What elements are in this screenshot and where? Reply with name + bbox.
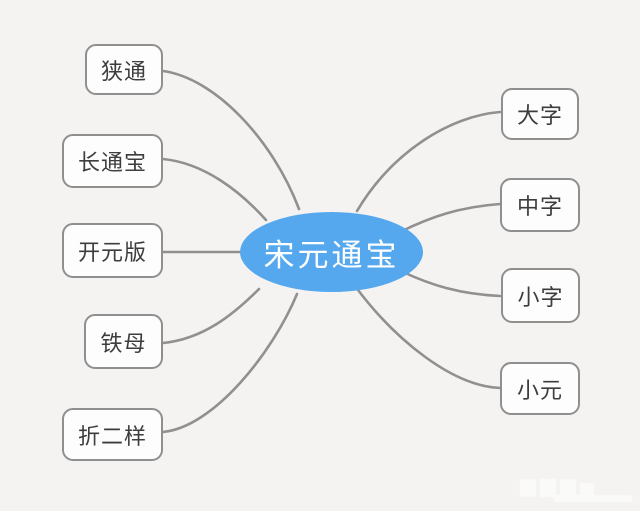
branch-node-label: 折二样 xyxy=(77,423,147,449)
branch-node-label: 小元 xyxy=(516,377,563,403)
branch-node-label: 开元版 xyxy=(77,239,147,265)
edge-xiaozi xyxy=(401,270,502,298)
branch-node-tiemu[interactable]: 铁母 xyxy=(84,314,163,369)
edge-changtongbao xyxy=(161,157,268,222)
branch-node-xiaozi[interactable]: 小字 xyxy=(501,268,580,323)
branch-node-label: 狭通 xyxy=(100,58,147,84)
branch-node-xiatong[interactable]: 狭通 xyxy=(85,44,163,95)
branch-node-label: 长通宝 xyxy=(77,150,147,175)
branch-node-changtongbao[interactable]: 长通宝 xyxy=(62,134,163,188)
edge-tiemu xyxy=(161,287,261,345)
root-node-songyuantongbao[interactable]: 宋元通宝 xyxy=(240,212,423,292)
branch-node-kaiyuanban[interactable]: 开元版 xyxy=(62,223,163,278)
branch-node-xiaoyuan[interactable]: 小元 xyxy=(500,362,580,415)
branch-node-dazi[interactable]: 大字 xyxy=(501,88,579,140)
branch-node-label: 中字 xyxy=(516,194,563,219)
edge-xiatong xyxy=(161,69,301,211)
branch-node-zhongzi[interactable]: 中字 xyxy=(500,178,580,232)
edge-zheeryang xyxy=(161,292,299,434)
edge-xiaoyuan xyxy=(356,288,502,390)
edge-dazi xyxy=(355,110,502,213)
branch-node-label: 小字 xyxy=(517,284,564,310)
root-node-label: 宋元通宝 xyxy=(263,237,400,273)
branch-node-label: 铁母 xyxy=(100,330,147,356)
branch-node-label: 大字 xyxy=(516,103,563,128)
branch-node-zheeryang[interactable]: 折二样 xyxy=(62,408,163,461)
edge-zhongzi xyxy=(400,202,502,233)
